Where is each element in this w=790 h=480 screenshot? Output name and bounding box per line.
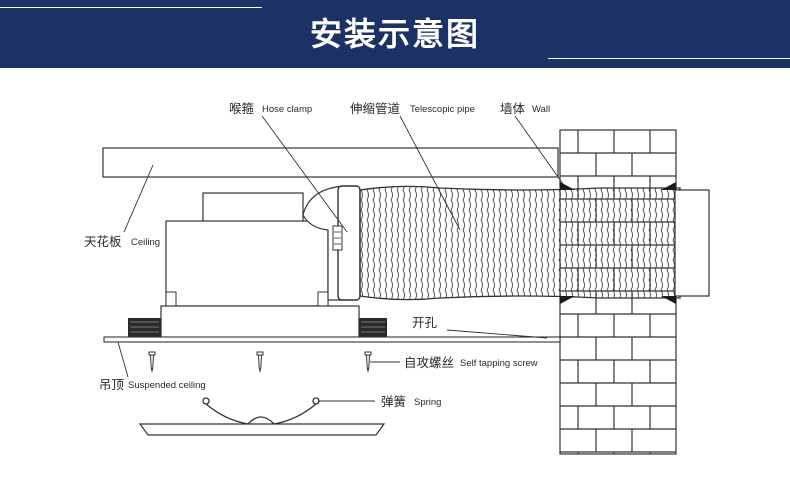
- wall-seal-bottom-left: [560, 296, 575, 304]
- ceiling-label-en: Ceiling: [131, 237, 160, 248]
- self-tapping-screws: [148, 351, 372, 373]
- suspended-ceiling-board: [103, 336, 561, 343]
- self-tapping-screw-label-cn: 自攻螺丝: [404, 355, 454, 370]
- banner-rule-left: [0, 7, 262, 8]
- spring-assembly: [202, 397, 320, 425]
- ceiling-label-cn: 天花板: [84, 234, 122, 249]
- telescopic-pipe-label-cn: 伸缩管道: [350, 101, 401, 116]
- pipe-wall-outlet: [674, 189, 710, 297]
- banner-rule-right: [548, 58, 790, 59]
- suspended-ceiling-label-en: Suspended ceiling: [128, 380, 206, 391]
- telescopic-pipe-label-en: Telescopic pipe: [410, 104, 475, 115]
- telescopic-pipe: [359, 185, 681, 301]
- fan-grille-frame: [160, 305, 360, 339]
- wall-label-en: Wall: [532, 104, 550, 115]
- spring-label-en: Spring: [414, 397, 441, 408]
- wall-seal-top-right: [661, 182, 676, 190]
- wall-seal-top-left: [560, 182, 575, 190]
- fan-body: [165, 220, 329, 307]
- hose-clamp-label-en: Hose clamp: [262, 104, 312, 115]
- leader-lines: [117, 115, 564, 402]
- fan-foot-right: [317, 291, 329, 307]
- front-panel: [138, 423, 386, 436]
- fan-motor-box: [202, 192, 304, 223]
- page-title: 安装示意图: [309, 15, 480, 53]
- installation-diagram: 喉箍 Hose clamp 伸缩管道 Telescopic pipe 墙体 Wa…: [84, 101, 710, 455]
- hose-clamp-label-cn: 喉箍: [229, 101, 255, 116]
- opening-label-cn: 开孔: [412, 315, 438, 330]
- suspended-ceiling-label-cn: 吊顶: [99, 377, 125, 392]
- wall-seal-bottom-right: [661, 296, 676, 304]
- ceiling-slab: [102, 147, 559, 178]
- self-tapping-screw-label-en: Self tapping screw: [460, 358, 538, 369]
- fan-foot-left: [165, 291, 177, 307]
- title-banner: 安装示意图: [0, 0, 790, 68]
- grille-flange-left: [128, 318, 161, 338]
- spring-label-cn: 弹簧: [381, 394, 406, 409]
- wall-label-cn: 墙体: [500, 101, 526, 116]
- grille-flange-right: [359, 318, 387, 338]
